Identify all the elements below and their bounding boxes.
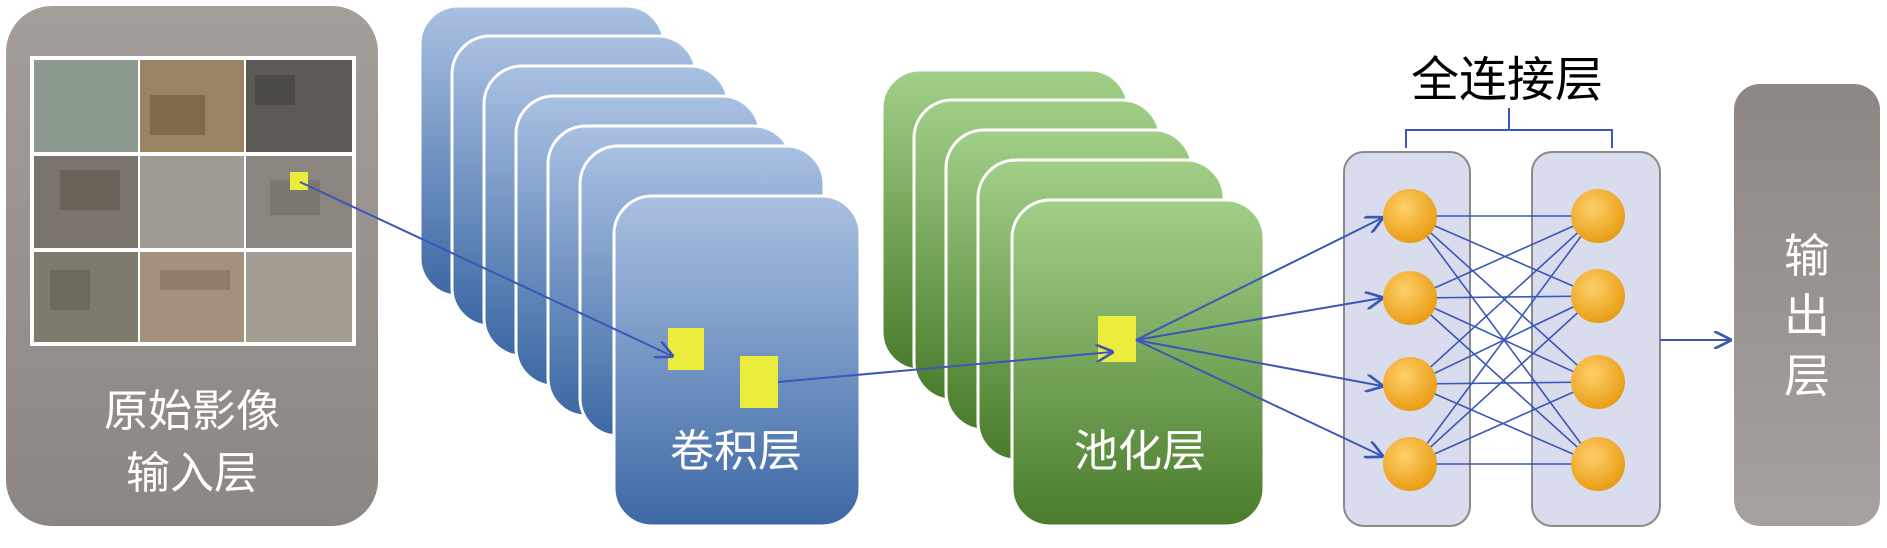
image-tile [140, 156, 244, 248]
fc-bracket [1405, 108, 1613, 148]
neuron [1383, 357, 1437, 411]
output-layer-panel [1734, 84, 1880, 526]
image-tile [34, 252, 138, 342]
fc-layer: 全连接层 [1135, 52, 1730, 527]
connector-arrow [1135, 339, 1382, 456]
image-tile [140, 252, 244, 342]
image-tile [140, 60, 244, 152]
conv-layer: 卷积层 [418, 4, 862, 528]
neuron [1383, 437, 1437, 491]
output-layer: 输 出 层 [1734, 84, 1880, 526]
neuron [1571, 355, 1625, 409]
pool-layer: 池化层 [880, 68, 1266, 528]
feature-square [1098, 316, 1136, 362]
image-tile [246, 252, 352, 342]
input-layer: 原始影像 输入层 [6, 6, 378, 526]
image-tile [34, 60, 138, 152]
fc-layer-title: 全连接层 [1411, 52, 1603, 108]
neuron [1571, 189, 1625, 243]
connector-arrow [777, 352, 1112, 383]
conv-feature-map [612, 194, 862, 528]
image-tile [246, 156, 352, 248]
connectors [299, 181, 1112, 383]
feature-square [290, 172, 308, 190]
neuron [1383, 189, 1437, 243]
input-image-grid [30, 56, 356, 346]
neuron [1383, 271, 1437, 325]
pool-layer-label: 池化层 [1074, 426, 1206, 477]
connector-arrow [1135, 298, 1382, 341]
conv-layer-label: 卷积层 [670, 426, 802, 477]
fc-connections [1411, 215, 1597, 465]
input-layer-label-line2: 输入层 [126, 448, 258, 499]
output-layer-char-1: 输 [1784, 229, 1830, 283]
input-layer-label-line1: 原始影像 [104, 386, 280, 437]
output-layer-char-2: 出 [1784, 289, 1830, 343]
image-tile [246, 60, 352, 152]
pool-feature-map [1010, 198, 1266, 528]
neuron [1571, 269, 1625, 323]
fc-column-left [1343, 151, 1471, 527]
image-tile [34, 156, 138, 248]
connector-arrow [1135, 218, 1382, 341]
output-layer-char-3: 层 [1784, 349, 1830, 403]
feature-square [668, 328, 704, 370]
neuron [1571, 437, 1625, 491]
connector-arrow [1135, 339, 1382, 386]
connector-arrow [299, 181, 672, 356]
feature-square [740, 356, 778, 408]
